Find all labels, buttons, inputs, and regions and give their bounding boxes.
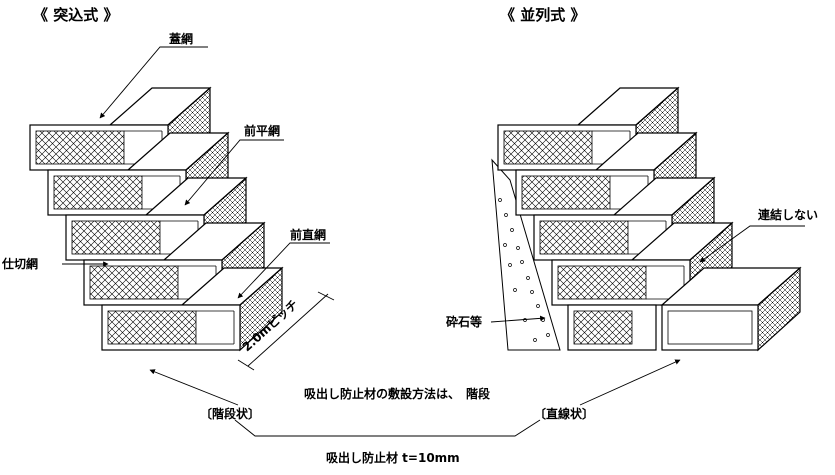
label-laying-method: 吸出し防止材の敷設方法は、 階段 [304,386,491,401]
title-right: 《 並列式 》 [500,6,585,24]
leader-lines [62,46,805,437]
label-front-vertical-net: 前直網 [290,227,326,242]
left-box-2 [47,131,230,217]
label-crushed-stone: 砕石等 [445,314,482,329]
right-box-5 [567,304,657,351]
label-lid-net: 蓋網 [169,31,193,46]
label-front-flat-net: 前平網 [244,123,280,138]
left-gabion-stack [29,86,284,352]
label-material-thickness: 吸出し防止材 t=10mm [326,450,460,465]
label-not-connected: 連結しない [758,207,818,222]
label-partition-net: 仕切網 [1,256,38,271]
right-gabion-stack [491,86,802,352]
label-step-shape: 〔階段状〕 [200,406,260,421]
label-linear-shape: 〔直線状〕 [534,406,594,421]
left-box-1 [29,86,212,172]
right-box-3 [533,176,716,262]
title-left: 《 突込式 》 [33,6,118,24]
right-separate-box [660,266,802,352]
